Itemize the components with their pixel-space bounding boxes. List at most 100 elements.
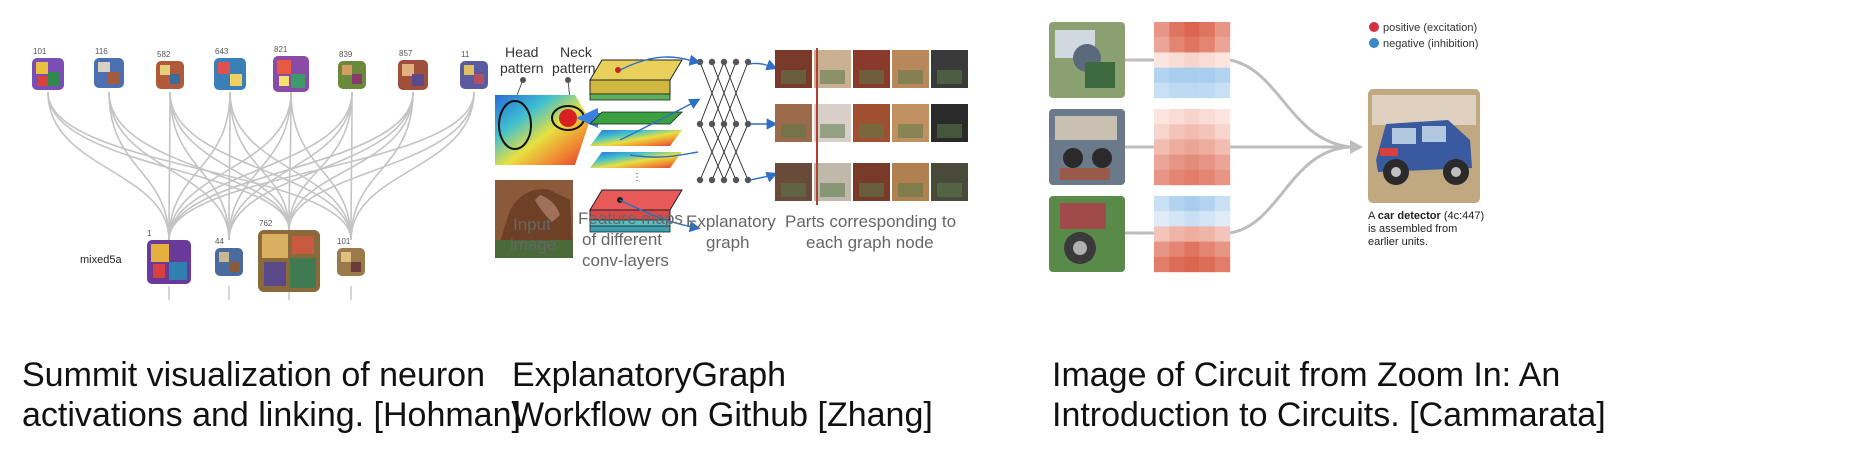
weight-cell (1169, 256, 1185, 273)
explanatory-graph-panel: Head pattern Neck pattern (495, 0, 1220, 449)
feature-map-heat-2 (590, 152, 682, 168)
graph-node (744, 120, 752, 128)
weight-cell (1214, 169, 1231, 186)
part-crop (859, 183, 884, 197)
feature-map-heat-1 (590, 130, 682, 146)
part-crop (820, 124, 845, 138)
part-crop (859, 70, 884, 84)
weight-cell (1199, 67, 1215, 83)
weight-cell (1214, 22, 1231, 38)
summit-top-neurons (32, 56, 488, 92)
weight-cell (1169, 139, 1185, 155)
summit-link (350, 91, 475, 241)
weight-cell (1199, 22, 1215, 38)
weight-cell (1154, 124, 1170, 140)
neck-pattern-label: Neck (560, 44, 593, 60)
summit-bottom-neuron (258, 230, 320, 292)
graph-edge (723, 61, 749, 125)
legend-positive-swatch (1369, 22, 1379, 32)
car-detector-text: is assembled from (1368, 223, 1457, 235)
svg-text:⋮: ⋮ (632, 172, 642, 183)
weight-cell (1184, 124, 1200, 140)
weight-cell (1214, 124, 1231, 140)
summit-top-neuron (214, 58, 246, 90)
summit-layer-label: mixed5a (80, 254, 122, 266)
graph-edge (711, 61, 737, 125)
part-crop (937, 124, 962, 138)
graph-node (732, 176, 740, 184)
summit-bottom-id: 44 (215, 237, 224, 246)
graph-edge (723, 123, 749, 181)
feature-map-layer (589, 111, 683, 125)
weight-cell (1154, 226, 1170, 242)
weight-cell (1214, 37, 1231, 53)
weight-cell (1154, 109, 1170, 125)
part-crop (898, 124, 923, 138)
summit-bottom-id: 762 (259, 219, 273, 228)
weight-cell (1184, 154, 1200, 170)
graph-node (708, 58, 716, 66)
summit-graph: 101 116 582 643 821 839 857 11 1 44 762 … (32, 45, 488, 300)
weight-cell (1184, 37, 1200, 53)
feature-maps-label: conv-layers (582, 251, 669, 270)
part-crop (898, 70, 923, 84)
weight-cell (1214, 241, 1231, 257)
weight-cell (1214, 139, 1231, 155)
car-detector-text: A car detector (4c:447) (1368, 210, 1484, 222)
weight-cell (1214, 52, 1231, 68)
weight-cell (1154, 256, 1170, 273)
graph-edge (699, 61, 725, 125)
input-horse-image (495, 180, 573, 258)
weight-cell (1154, 37, 1170, 53)
weight-cell (1154, 154, 1170, 170)
summit-link (47, 91, 170, 241)
graph-node (720, 176, 728, 184)
part-crop (859, 124, 884, 138)
weight-cell (1154, 241, 1170, 257)
weight-cell (1184, 226, 1200, 242)
circuit-feature-image (1049, 196, 1125, 272)
summit-top-neuron (94, 58, 124, 88)
feature-maps-label: of different (582, 230, 662, 249)
summit-link (350, 91, 353, 241)
input-image-label: image (510, 235, 556, 254)
graph-node (696, 176, 704, 184)
summit-panel: 101 116 582 643 821 839 857 11 1 44 762 … (0, 0, 580, 449)
weight-cell (1199, 124, 1215, 140)
graph-node (696, 120, 704, 128)
weight-cell (1184, 22, 1200, 38)
summit-top-id: 839 (339, 50, 353, 59)
summit-top-id: 11 (461, 50, 470, 59)
weight-cell (1199, 82, 1215, 99)
summit-link (168, 91, 414, 241)
explanatory-caption-line: ExplanatoryGraph (512, 356, 787, 394)
summit-link (288, 91, 353, 231)
explanatory-graph-nodes (696, 58, 752, 184)
summit-link (168, 91, 475, 241)
part-crop (898, 183, 923, 197)
weight-cell (1184, 169, 1200, 186)
summit-top-id: 857 (399, 49, 413, 58)
weight-cell (1184, 256, 1200, 273)
explanatory-graph-figure: Head pattern Neck pattern (495, 44, 968, 270)
summit-bottom-neuron (147, 240, 191, 284)
weight-cell (1184, 211, 1200, 227)
legend-negative-label: negative (inhibition) (1383, 38, 1478, 50)
weight-cell (1214, 226, 1231, 242)
weight-cell (1214, 67, 1231, 83)
graph-label: Explanatory (686, 212, 776, 231)
summit-caption-line: activations and linking. [Hohman] (22, 396, 521, 434)
weight-cell (1199, 139, 1215, 155)
parts-label: Parts corresponding to (785, 212, 956, 231)
graph-node (744, 176, 752, 184)
weight-cell (1184, 139, 1200, 155)
feature-map-stack-top (589, 59, 683, 101)
explanatory-caption: ExplanatoryGraph Workflow on Github [Zha… (512, 355, 933, 435)
weight-cell (1169, 82, 1185, 99)
summit-top-id: 116 (95, 47, 108, 56)
weight-cell (1169, 109, 1185, 125)
input-image-label: Input (513, 215, 551, 234)
head-pattern-label: Head (505, 44, 538, 60)
circuit-caption: Image of Circuit from Zoom In: An Introd… (1052, 355, 1606, 435)
weight-cell (1199, 154, 1215, 170)
